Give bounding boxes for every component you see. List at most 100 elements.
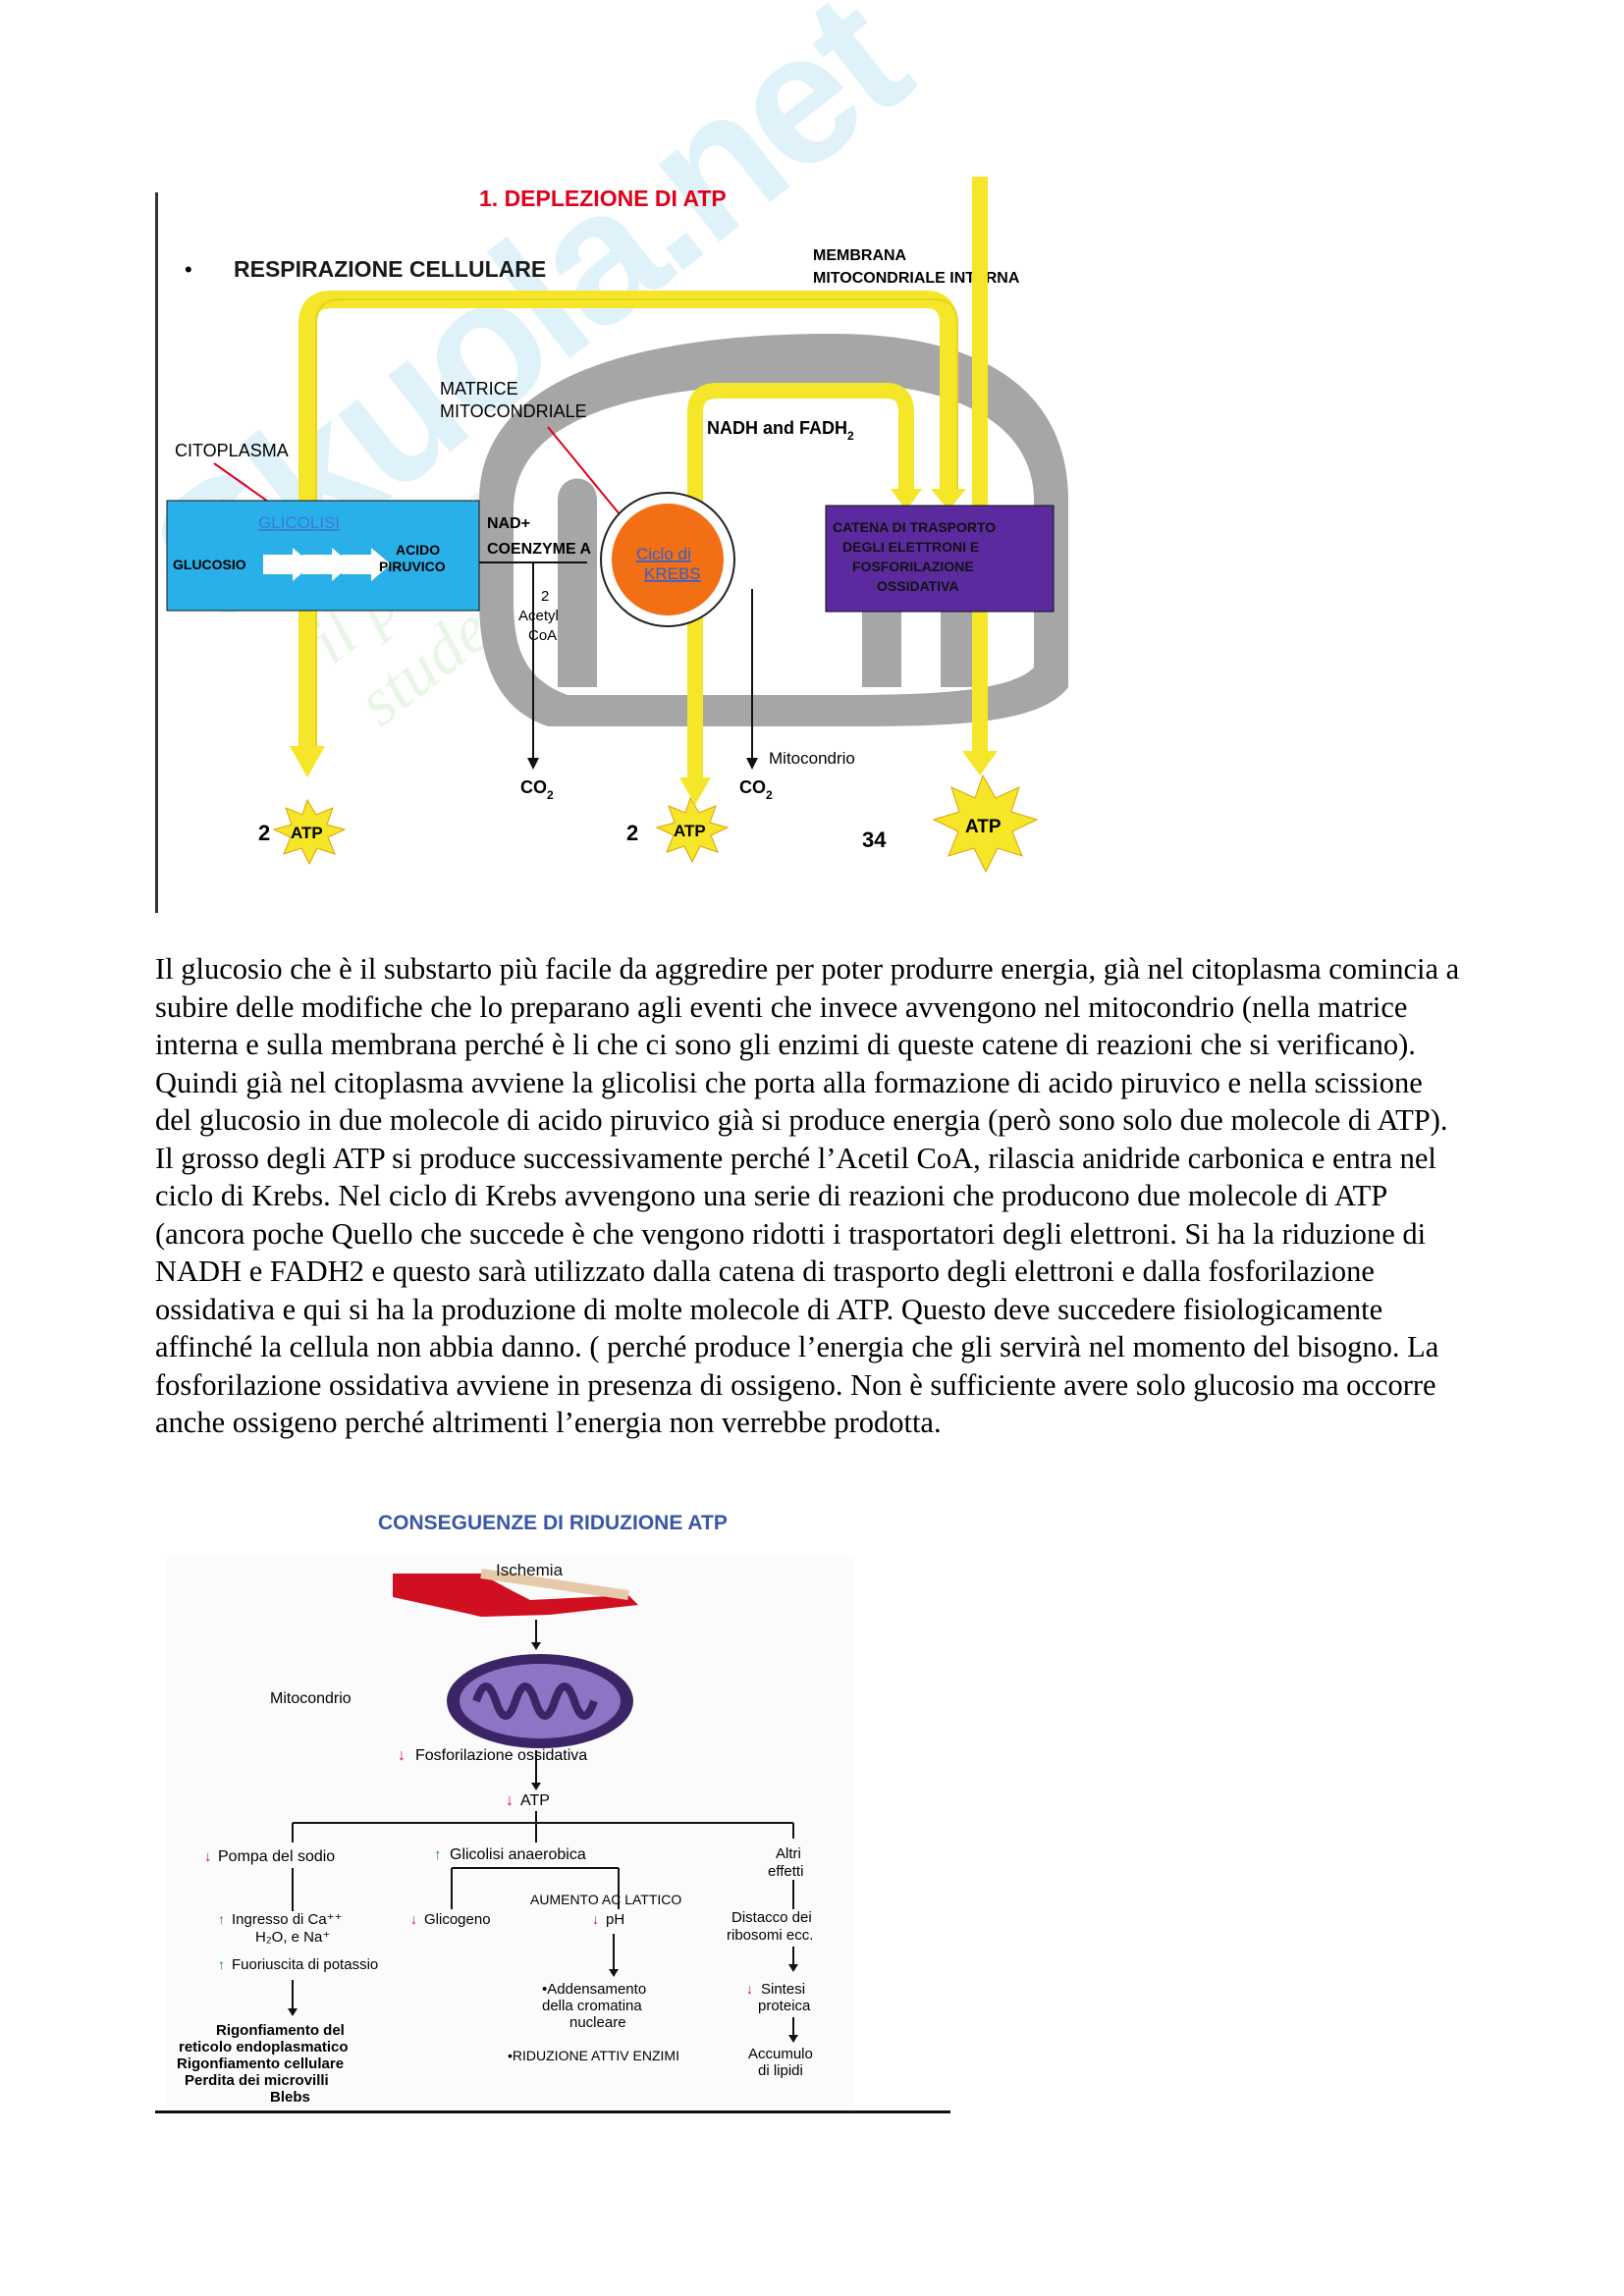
down-arrow-icon: ↓ xyxy=(592,1911,599,1927)
rigonf-label-1: Rigonfiamento del xyxy=(216,2022,345,2039)
atp-star-1-label: ATP xyxy=(291,824,323,842)
altri-label-1: Altri xyxy=(776,1845,801,1862)
arrow-head-icon xyxy=(531,1642,541,1650)
glicolisi-label: Glicolisi anaerobica xyxy=(450,1846,586,1863)
acido-label-2: PIRUVICO xyxy=(379,559,446,574)
atp-star-2: ATP xyxy=(655,796,730,864)
catena-label-4: OSSIDATIVA xyxy=(877,578,959,594)
membrane-label-2: MITOCONDRIALE INTERNA xyxy=(813,270,1020,287)
down-arrow-icon: ↓ xyxy=(506,1792,514,1809)
respiration-diagram: 1. DEPLEZIONE DI ATP • RESPIRAZIONE CELL… xyxy=(166,177,1068,874)
figure1-title: 1. DEPLEZIONE DI ATP xyxy=(479,186,727,211)
krebs-label-1: Ciclo di xyxy=(636,545,691,563)
citoplasma-label: CITOPLASMA xyxy=(175,441,289,460)
addensamento-label-3: nucleare xyxy=(569,2014,626,2031)
ischemia-label: Ischemia xyxy=(496,1561,564,1579)
rigonf-label-4: Perdita dei microvilli xyxy=(185,2072,329,2089)
arrow-head-icon xyxy=(288,2008,298,2016)
atp-consequences-diagram: Ischemia Mitocondrio ↓ Fosforilazione os… xyxy=(167,1556,854,2106)
ingresso-label-1: Ingresso di Ca⁺⁺ xyxy=(232,1911,343,1928)
mitocondrio-label: Mitocondrio xyxy=(270,1690,352,1707)
figure2-bottom-border xyxy=(155,2110,950,2113)
ingresso-label-2: H₂O, e Na⁺ xyxy=(255,1929,330,1946)
aumento-label: AUMENTO AC LATTICO xyxy=(530,1892,681,1907)
arrow-icon xyxy=(302,548,352,581)
acido-label-1: ACIDO xyxy=(396,542,440,558)
pompa-label: Pompa del sodio xyxy=(218,1848,335,1865)
catena-box: CATENA DI TRASPORTO DEGLI ELETTRONI E FO… xyxy=(825,505,1055,613)
catena-label-1: CATENA DI TRASPORTO xyxy=(833,519,996,535)
down-arrow-icon: ↓ xyxy=(398,1747,406,1764)
nadh-label: NADH and FADH2 xyxy=(707,418,854,443)
up-arrow-icon: ↑ xyxy=(434,1846,442,1863)
up-arrow-icon: ↑ xyxy=(218,1956,225,1972)
blood-vessel-icon xyxy=(393,1569,638,1617)
altri-label-2: effetti xyxy=(768,1863,803,1880)
mitocondrio-label: Mitocondrio xyxy=(769,749,855,768)
yellow-arrow-outer xyxy=(290,291,966,777)
down-arrow-icon: ↓ xyxy=(746,1981,753,1997)
coenzyme-label: COENZYME A xyxy=(487,541,592,558)
arrow-icon xyxy=(263,548,312,581)
catena-label-3: FOSFORILAZIONE xyxy=(852,559,974,574)
yellow-arrow-catena xyxy=(962,177,998,775)
arrow-head-icon xyxy=(746,758,758,770)
glycolysis-box: GLICOLISI GLUCOSIO ACIDO PIRUVICO xyxy=(166,500,480,612)
riduzione-label: •RIDUZIONE ATTIV ENZIMI xyxy=(508,2048,679,2063)
rigonf-label-5: Blebs xyxy=(270,2089,310,2106)
glicolisi-label: GLICOLISI xyxy=(258,513,340,532)
co2-label-2: CO2 xyxy=(739,777,773,802)
matrix-label-2: MITOCONDRIALE xyxy=(440,401,587,421)
figure2-title: CONSEGUENZE DI RIDUZIONE ATP xyxy=(378,1512,728,1534)
sintesi-label-2: proteica xyxy=(758,1998,811,2014)
matrix-label-1: MATRICE xyxy=(440,379,518,399)
matrix-pointer xyxy=(547,426,625,521)
figure1-left-border xyxy=(155,192,158,913)
krebs-cycle: Ciclo di KREBS xyxy=(600,492,735,627)
glicogeno-label: Glicogeno xyxy=(424,1911,491,1928)
arrow-head-icon xyxy=(527,758,539,770)
down-arrow-icon: ↓ xyxy=(204,1848,212,1865)
nad-label: NAD+ xyxy=(487,515,530,532)
addensamento-label-2: della cromatina xyxy=(542,1998,642,2014)
accumulo-label-1: Accumulo xyxy=(748,2046,813,2062)
fuoriuscita-label: Fuoriuscita di potassio xyxy=(232,1956,378,1973)
distacco-label-2: ribosomi ecc. xyxy=(727,1927,813,1944)
acetyl-label-1: 2 xyxy=(541,588,549,605)
up-arrow-icon: ↑ xyxy=(218,1911,225,1927)
figure1-bullet: RESPIRAZIONE CELLULARE xyxy=(234,256,546,282)
down-arrow-icon: ↓ xyxy=(410,1911,417,1927)
atp-star-3-label: ATP xyxy=(965,817,1001,837)
accumulo-label-2: di lipidi xyxy=(758,2062,803,2079)
body-paragraph: Il glucosio che è il substarto più facil… xyxy=(155,952,1460,1439)
krebs-label-2: KREBS xyxy=(644,564,701,583)
ph-label: pH xyxy=(606,1911,624,1928)
bullet-dot: • xyxy=(185,257,192,282)
yellow-arrow-nadh xyxy=(679,383,922,805)
arrow-head-icon xyxy=(531,1783,541,1790)
distacco-label-1: Distacco dei xyxy=(731,1909,812,1926)
arrow-head-icon xyxy=(788,2035,798,2043)
arrow-icon xyxy=(342,548,391,581)
catena-label-2: DEGLI ELETTRONI E xyxy=(842,539,979,555)
fosforilazione-label: Fosforilazione ossidativa xyxy=(415,1747,587,1764)
arrow-head-icon xyxy=(609,1969,619,1977)
acetyl-label-3: CoA xyxy=(528,627,557,644)
rigonf-label-3: Rigonfiamento cellulare xyxy=(177,2056,344,2072)
atp-count-3: 34 xyxy=(862,828,887,852)
atp-star-1: ATP xyxy=(272,798,347,866)
mitochondrion-icon xyxy=(447,1654,633,1748)
atp-count-1: 2 xyxy=(258,821,270,845)
membrane-label-1: MEMBRANA xyxy=(813,247,907,264)
co2-label-1: CO2 xyxy=(520,777,554,802)
sintesi-label-1: Sintesi xyxy=(761,1981,805,1998)
acetyl-label-2: Acetyl xyxy=(518,608,559,624)
rigonf-label-2: reticolo endoplasmatico xyxy=(179,2039,349,2056)
addensamento-label-1: •Addensamento xyxy=(542,1981,646,1998)
arrow-head-icon xyxy=(788,1964,798,1972)
atp-count-2: 2 xyxy=(626,821,638,845)
atp-star-2-label: ATP xyxy=(674,822,706,840)
atp-star-3: ATP xyxy=(932,774,1039,874)
atp-label: ATP xyxy=(520,1792,550,1809)
glucosio-label: GLUCOSIO xyxy=(173,557,246,572)
